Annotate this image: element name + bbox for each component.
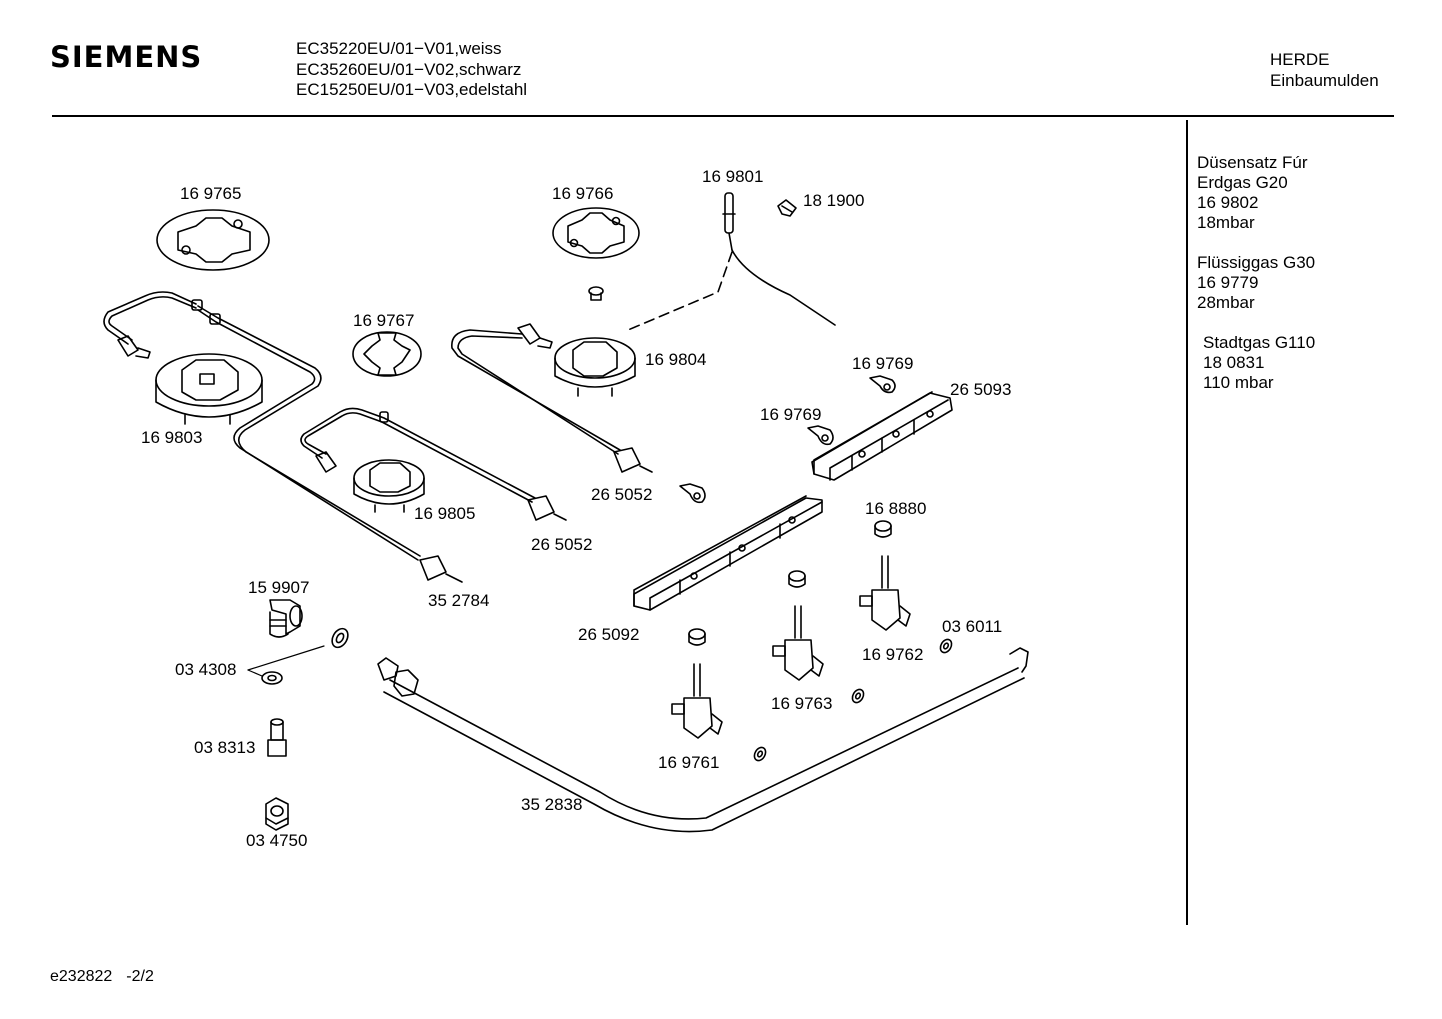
tab-extra-drawing [679, 483, 706, 504]
clip-181900-drawing [777, 199, 797, 217]
note-line: Düsensatz Fúr [1197, 153, 1308, 172]
part-label-169767: 16 9767 [353, 311, 414, 330]
note-line: 16 9779 [1197, 273, 1259, 292]
pipe-265052a-drawing [451, 323, 653, 473]
note-line: Erdgas G20 [1197, 173, 1288, 192]
part-label-352838: 35 2838 [521, 795, 582, 814]
part-label-169769b: 16 9769 [760, 405, 821, 424]
gasket-169765-drawing [156, 209, 270, 271]
note-line: 16 9802 [1197, 193, 1259, 212]
part-labels: 16 9765 16 9766 16 9801 18 1900 16 9767 … [141, 167, 1011, 850]
ring-168880-drawing [688, 520, 892, 646]
nut-034750-drawing [265, 797, 289, 831]
note-group-stadtgas: Stadtgas G110 18 0831 110 mbar [1197, 333, 1315, 393]
elbow-159907-drawing [269, 599, 303, 638]
part-label-168880: 16 8880 [865, 499, 926, 518]
brand-logo: SIEMENS [50, 40, 203, 74]
manifold-352838-drawing [377, 647, 1029, 833]
part-label-038313: 03 8313 [194, 738, 255, 757]
note-line: 18mbar [1197, 213, 1255, 232]
model-line: EC15250EU/01−V03,edelstahl [296, 80, 528, 99]
burner-169803-drawing [155, 353, 263, 425]
part-label-265052a: 26 5052 [591, 485, 652, 504]
tab-169769a-drawing [869, 375, 896, 394]
part-label-169801: 16 9801 [702, 167, 763, 186]
part-label-036011: 03 6011 [942, 617, 1002, 636]
part-label-169803: 16 9803 [141, 428, 202, 447]
note-group-erdgas: Düsensatz Fúr Erdgas G20 16 9802 18mbar [1197, 153, 1315, 233]
sidebar-divider [1186, 120, 1188, 925]
part-label-181900: 18 1900 [803, 191, 864, 210]
nozzle-038313-drawing [267, 718, 287, 757]
part-label-159907: 15 9907 [248, 578, 309, 597]
screw-drawing [588, 286, 604, 301]
part-label-169769a: 16 9769 [852, 354, 913, 373]
category-block: HERDE Einbaumulden [1270, 50, 1379, 91]
note-line: 110 mbar [1203, 373, 1274, 392]
note-line: Stadtgas G110 [1203, 333, 1316, 352]
part-label-169804: 16 9804 [645, 350, 706, 369]
pipe-265052b-drawing [300, 407, 567, 521]
part-label-169761: 16 9761 [658, 753, 719, 772]
thermocouple-169801-drawing [627, 192, 836, 331]
part-label-352784: 35 2784 [428, 591, 489, 610]
part-label-034308: 03 4308 [175, 660, 236, 679]
part-label-265093: 26 5093 [950, 380, 1011, 399]
nozzle-set-notes: Düsensatz Fúr Erdgas G20 16 9802 18mbar … [1197, 153, 1315, 413]
rail-265092-drawing [633, 495, 823, 611]
part-label-169765: 16 9765 [180, 184, 241, 203]
model-line: EC35220EU/01−V01,weiss [296, 39, 502, 58]
gasket-169767-drawing [352, 331, 422, 377]
tab-169769b-drawing [807, 425, 834, 446]
page-indicator: -2/2 [126, 968, 154, 985]
valve-169762-drawing [859, 555, 911, 631]
gasket-169766-drawing [552, 207, 640, 259]
part-label-169763: 16 9763 [771, 694, 832, 713]
pipe-352784-end-drawing [419, 555, 463, 583]
note-line: Flüssiggas G30 [1197, 253, 1316, 272]
valve-169761-drawing [671, 663, 723, 739]
model-line: EC35260EU/01−V02,schwarz [296, 59, 522, 79]
drawing-code: e232822 [50, 968, 113, 985]
exploded-parts-diagram: 16 9765 16 9766 16 9801 18 1900 16 9767 … [103, 167, 1029, 850]
rail-265093-drawing [811, 391, 953, 481]
burner-169805-drawing [353, 459, 425, 513]
note-line: 28mbar [1197, 293, 1255, 312]
burner-169804-drawing [554, 337, 636, 397]
part-label-169766: 16 9766 [552, 184, 613, 203]
part-label-034750: 03 4750 [246, 831, 307, 850]
drawing-footer: e232822 -2/2 [50, 968, 168, 986]
category-line: Einbaumulden [1270, 70, 1379, 90]
category-line: HERDE [1270, 50, 1330, 69]
part-label-265092: 26 5092 [578, 625, 639, 644]
valve-169763-drawing [772, 605, 824, 681]
part-label-169762: 16 9762 [862, 645, 923, 664]
note-line: 18 0831 [1203, 353, 1265, 372]
header-divider [52, 115, 1394, 117]
model-list: EC35220EU/01−V01,weiss EC35260EU/01−V02,… [296, 39, 527, 101]
washer-034308-drawing [247, 627, 349, 685]
washer-036011-drawing [753, 638, 953, 762]
note-group-fluessiggas: Flüssiggas G30 16 9779 28mbar [1197, 253, 1315, 313]
pipe-left-burner-drawing [103, 291, 421, 561]
part-label-265052b: 26 5052 [531, 535, 592, 554]
part-label-169805: 16 9805 [414, 504, 475, 523]
